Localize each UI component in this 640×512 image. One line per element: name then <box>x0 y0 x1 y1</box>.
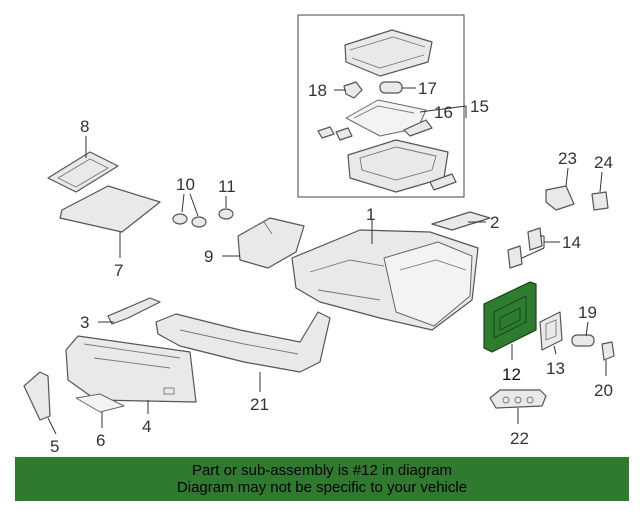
parts-diagram: 1 2 3 4 5 6 7 8 9 10 11 12 13 14 15 16 1… <box>23 14 615 455</box>
callout-24: 24 <box>594 153 613 172</box>
part-18-clip <box>343 81 363 99</box>
info-banner: Part or sub-assembly is #12 in diagram D… <box>15 457 629 501</box>
callout-21: 21 <box>250 395 269 414</box>
part-7-mat <box>59 185 161 233</box>
callout-12: 12 <box>502 365 521 384</box>
part-4-side-panel <box>65 335 197 403</box>
part-20-connector <box>601 341 615 361</box>
part-10-caps <box>172 213 207 228</box>
banner-line-2: Diagram may not be specific to your vehi… <box>176 479 468 496</box>
callout-13: 13 <box>546 359 565 378</box>
banner-line-1: Part or sub-assembly is #12 in diagram <box>191 462 453 479</box>
part-17-cylinder <box>379 81 403 94</box>
part-2-trim <box>431 211 491 231</box>
callout-17: 17 <box>418 79 437 98</box>
part-23-connector <box>545 185 575 211</box>
part-13-plate <box>539 311 563 351</box>
part-15-lid <box>344 29 433 77</box>
callout-18: 18 <box>308 81 327 100</box>
callout-11: 11 <box>218 177 236 196</box>
callout-22: 22 <box>510 429 529 448</box>
callout-4: 4 <box>142 417 151 436</box>
callout-3: 3 <box>80 313 89 332</box>
part-21-support <box>155 311 331 373</box>
callout-1: 1 <box>366 205 375 224</box>
callout-5: 5 <box>50 437 59 455</box>
part-5-end-piece <box>23 371 51 421</box>
callout-9: 9 <box>204 247 213 266</box>
part-9-bracket <box>237 217 305 269</box>
part-6-pad <box>75 393 125 413</box>
callout-19: 19 <box>578 303 597 322</box>
part-19-cylinder <box>571 334 595 347</box>
callout-10: 10 <box>176 175 195 194</box>
inset-small-clips <box>317 119 433 141</box>
part-12-highlighted <box>483 281 537 353</box>
callout-20: 20 <box>594 381 613 400</box>
callout-6: 6 <box>96 431 105 450</box>
part-22-module <box>489 389 547 409</box>
callout-23: 23 <box>558 149 577 168</box>
callout-8: 8 <box>80 117 89 136</box>
part-1-console <box>291 229 479 331</box>
part-11-cap <box>218 208 234 220</box>
part-8-bezel <box>47 151 119 193</box>
callout-16: 16 <box>434 103 453 122</box>
callout-7: 7 <box>114 261 123 280</box>
leader-lines <box>47 87 607 435</box>
part-14-clips <box>507 227 543 269</box>
part-3-bracket <box>107 297 161 325</box>
callout-15: 15 <box>470 97 489 116</box>
part-16-pad <box>345 99 427 137</box>
callout-14: 14 <box>562 233 581 252</box>
callout-2: 2 <box>490 213 499 232</box>
part-15-tray <box>347 139 457 193</box>
part-24-connector <box>591 191 609 211</box>
